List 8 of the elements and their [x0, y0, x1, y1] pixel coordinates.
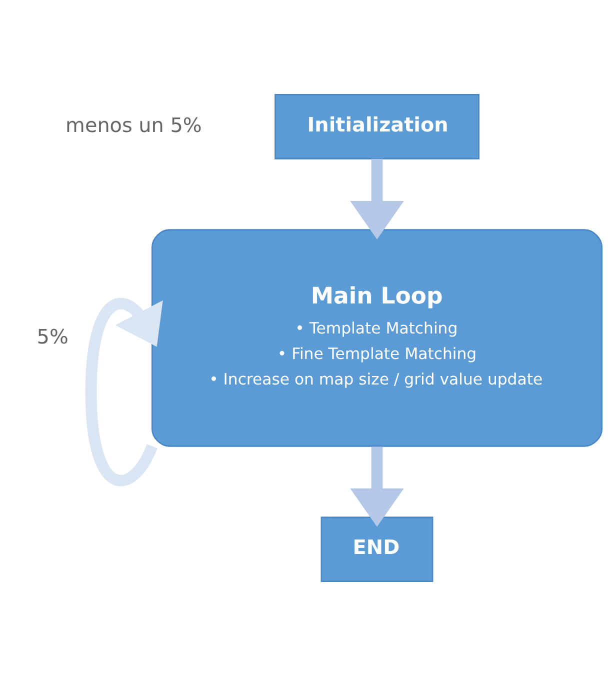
node-box: Main Loop • Template Matching • Fine Template Matching • Increase on map size / grid value update	[151, 229, 603, 447]
arrow	[85, 298, 163, 486]
arrow	[350, 446, 404, 527]
node-box: Initialization	[274, 94, 480, 160]
arrow	[350, 158, 404, 240]
label: 5%	[36, 325, 68, 348]
node-box: END	[320, 516, 434, 582]
label: menos un 5%	[66, 114, 202, 137]
